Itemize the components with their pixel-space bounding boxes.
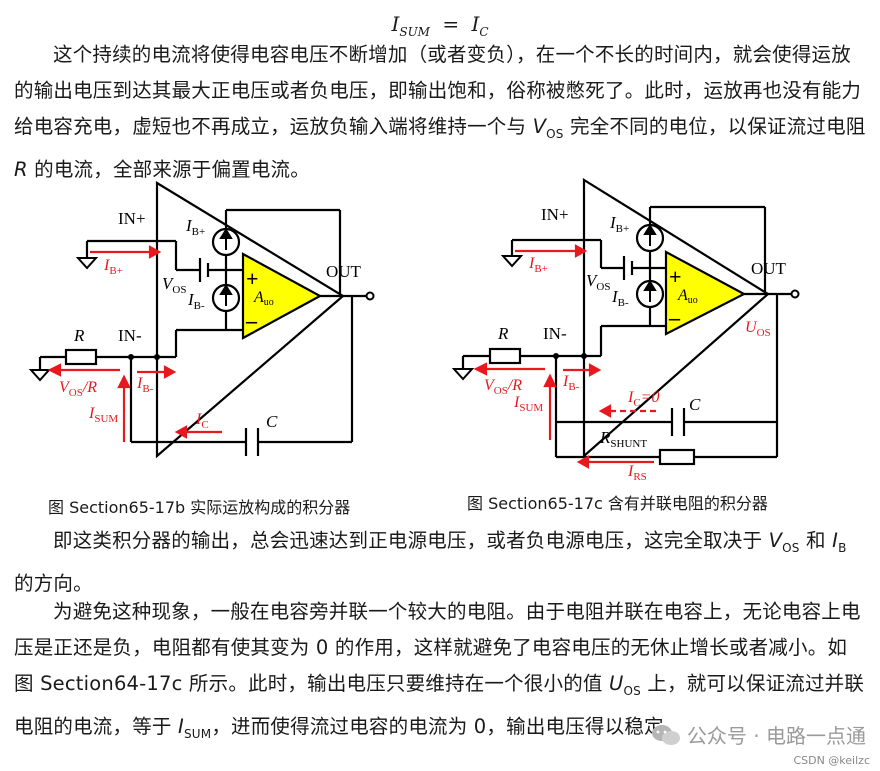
svg-text:IB+: IB+ — [528, 255, 548, 275]
svg-text:IN-: IN- — [118, 326, 142, 345]
paragraph-2: 即这类积分器的输出，总会迅速达到正电源电压，或者负电源电压，这完全取决于 VOS… — [14, 529, 847, 595]
paragraph-1: 这个持续的电流将使得电容电压不断增加（或者变负），在一个不长的时间内，就会使得运… — [14, 43, 866, 181]
out-label: OUT — [326, 262, 362, 281]
svg-text:IB-: IB- — [136, 375, 154, 395]
caption-left: 图 Section65-17b 实际运放构成的积分器 — [48, 498, 351, 517]
svg-text:VOS: VOS — [586, 271, 610, 293]
svg-text:C: C — [689, 395, 701, 414]
svg-text:IN+: IN+ — [541, 205, 569, 224]
svg-text:–: – — [668, 305, 681, 330]
svg-text:IRS: IRS — [627, 463, 647, 483]
in-plus-label: IN+ — [118, 209, 146, 228]
svg-text:VOS: VOS — [162, 274, 186, 296]
svg-text:IN-: IN- — [543, 324, 567, 343]
svg-text:R: R — [73, 326, 85, 345]
wechat-icon — [651, 725, 680, 745]
caption-right: 图 Section65-17c 含有并联电阻的积分器 — [467, 494, 768, 513]
svg-text:UOS: UOS — [745, 319, 771, 339]
svg-text:Auo: Auo — [253, 289, 274, 308]
svg-text:IB-: IB- — [611, 287, 629, 309]
csdn-credit: CSDN @keilzc — [793, 754, 870, 767]
svg-text:VOS/R: VOS/R — [484, 377, 522, 397]
svg-text:+: + — [669, 264, 682, 289]
figure-integrator-left: IN+ IB+ VOS IB- + – Auo OUT R IN- C IB+ … — [28, 178, 800, 483]
svg-text:IC: IC — [195, 411, 209, 431]
svg-text:IB+: IB+ — [103, 257, 123, 277]
svg-text:IB+: IB+ — [185, 216, 205, 238]
svg-text:VOS/R: VOS/R — [59, 379, 97, 399]
svg-text:IC=0: IC=0 — [627, 389, 659, 409]
paragraph-3: 为避免这种现象，一般在电容旁并联一个较大的电阻。由于电阻并联在电容上，无论电容上… — [14, 600, 865, 741]
svg-text:ISUM: ISUM — [88, 405, 118, 425]
svg-text:RSHUNT: RSHUNT — [599, 428, 647, 450]
svg-text:C: C — [266, 412, 278, 431]
equation: ISUM = IC — [391, 12, 489, 39]
svg-text:IB+: IB+ — [609, 213, 629, 235]
svg-text:Auo: Auo — [677, 287, 698, 306]
svg-text:ISUM: ISUM — [513, 394, 543, 414]
svg-text:IB-: IB- — [187, 290, 205, 312]
svg-text:IB-: IB- — [562, 373, 580, 393]
svg-text:+: + — [246, 266, 259, 291]
svg-text:OUT: OUT — [751, 259, 787, 278]
watermark: 公众号 · 电路一点通 — [651, 720, 866, 749]
svg-text:R: R — [497, 324, 509, 343]
svg-text:–: – — [245, 308, 258, 333]
